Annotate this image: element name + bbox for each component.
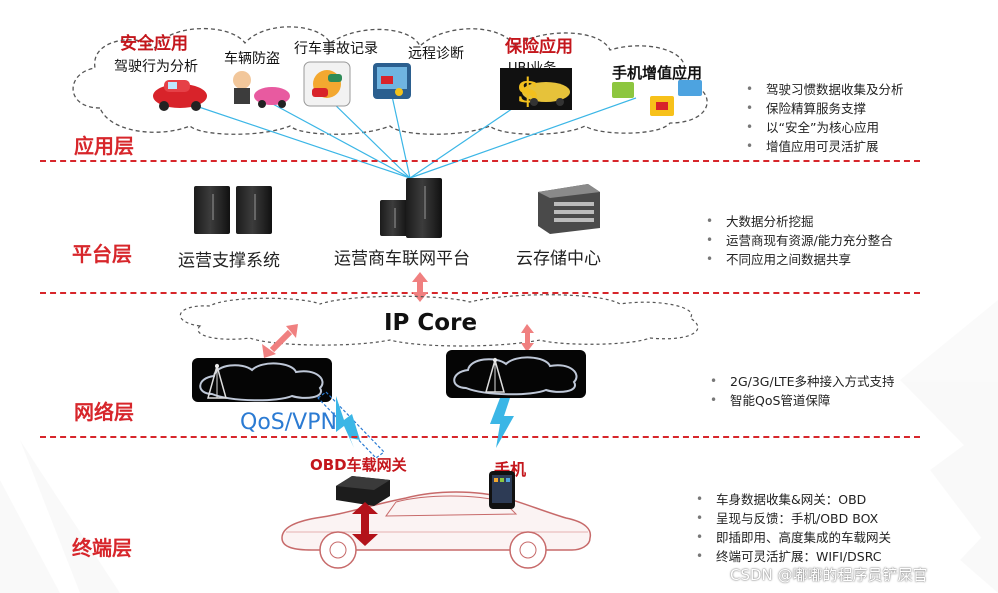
- bullet-item: 不同应用之间数据共享: [700, 250, 893, 269]
- bullet-item: 以“安全”为核心应用: [740, 118, 904, 137]
- accident-record-icon: [303, 61, 351, 107]
- application-layer-bullets: 驾驶习惯数据收集及分析 保险精算服务支撑 以“安全”为核心应用 增值应用可灵活扩…: [740, 80, 904, 156]
- mobile-app-icons: [612, 80, 702, 116]
- server-rack-icon: [380, 200, 408, 236]
- server-rack-icon: [406, 178, 442, 238]
- platform-telematics-platform: 运营商车联网平台: [334, 249, 470, 269]
- layer-divider-1: [40, 160, 920, 162]
- app-accident-record: 行车事故记录: [294, 41, 378, 57]
- ip-core-label: IP Core: [384, 310, 478, 336]
- layer-divider-3: [40, 436, 920, 438]
- mobile-apps-title: 手机增值应用: [612, 64, 703, 82]
- dollar-car-icon: $: [500, 68, 572, 110]
- bullet-item: 呈现与反馈：手机/OBD BOX: [690, 509, 891, 528]
- watermark: CSDN @嘟嘟的程序员铲屎官: [730, 566, 928, 584]
- bullet-item: 运营商现有资源/能力充分整合: [700, 231, 893, 250]
- application-cloud: [72, 26, 708, 135]
- platform-cloud-storage-center: 云存储中心: [516, 249, 601, 269]
- insurance-apps-title: 保险应用: [505, 37, 573, 57]
- server-tower-icon: [194, 186, 230, 234]
- bullet-item: 驾驶习惯数据收集及分析: [740, 80, 904, 99]
- bullet-item: 车身数据收集&网关：OBD: [690, 490, 891, 509]
- platform-layer-bullets: 大数据分析挖掘 运营商现有资源/能力充分整合 不同应用之间数据共享: [700, 212, 893, 269]
- storage-server-icon: [538, 184, 600, 234]
- bullet-item: 保险精算服务支撑: [740, 99, 904, 118]
- safety-apps-title: 安全应用: [120, 34, 188, 54]
- layer-label-platform: 平台层: [72, 242, 132, 266]
- thief-car-cartoon-icon: [233, 71, 290, 108]
- cloud-outline: [453, 356, 578, 396]
- bullet-item: 增值应用可灵活扩展: [740, 137, 904, 156]
- red-car-cartoon-icon: [153, 80, 207, 111]
- terminal-layer-bullets: 车身数据收集&网关：OBD 呈现与反馈：手机/OBD BOX 即插即用、高度集成…: [690, 490, 891, 566]
- layer-label-network: 网络层: [74, 400, 134, 424]
- layer-label-application: 应用层: [74, 134, 134, 158]
- network-layer-bullets: 2G/3G/LTE多种接入方式支持 智能QoS管道保障: [704, 372, 894, 410]
- server-tower-icon: [236, 186, 272, 234]
- app-driving-behavior-analysis: 驾驶行为分析: [114, 59, 198, 75]
- app-remote-diagnosis: 远程诊断: [408, 46, 464, 62]
- app-vehicle-anti-theft: 车辆防盗: [224, 51, 280, 67]
- smartphone-icon: [489, 471, 515, 509]
- cell-tower-icon: [207, 363, 227, 399]
- sedan-outline-icon: [281, 491, 592, 569]
- qos-vpn-label: QoS/VPN: [240, 410, 337, 435]
- obd-gateway-label: OBD车载网关: [310, 456, 407, 474]
- layer-divider-2: [40, 292, 920, 294]
- bullet-item: 大数据分析挖掘: [700, 212, 893, 231]
- remote-diagnosis-icon: [373, 63, 411, 99]
- bullet-item: 2G/3G/LTE多种接入方式支持: [704, 372, 894, 391]
- cell-tower-icon: [485, 357, 505, 393]
- bullet-item: 即插即用、高度集成的车载网关: [690, 528, 891, 547]
- bullet-item: 终端可灵活扩展：WIFI/DSRC: [690, 547, 891, 566]
- platform-operations-support-system: 运营支撑系统: [178, 251, 280, 271]
- bullet-item: 智能QoS管道保障: [704, 391, 894, 410]
- up-down-arrow-icon: [352, 502, 378, 546]
- obd-device-icon: [336, 476, 390, 506]
- layer-label-terminal: 终端层: [72, 536, 132, 560]
